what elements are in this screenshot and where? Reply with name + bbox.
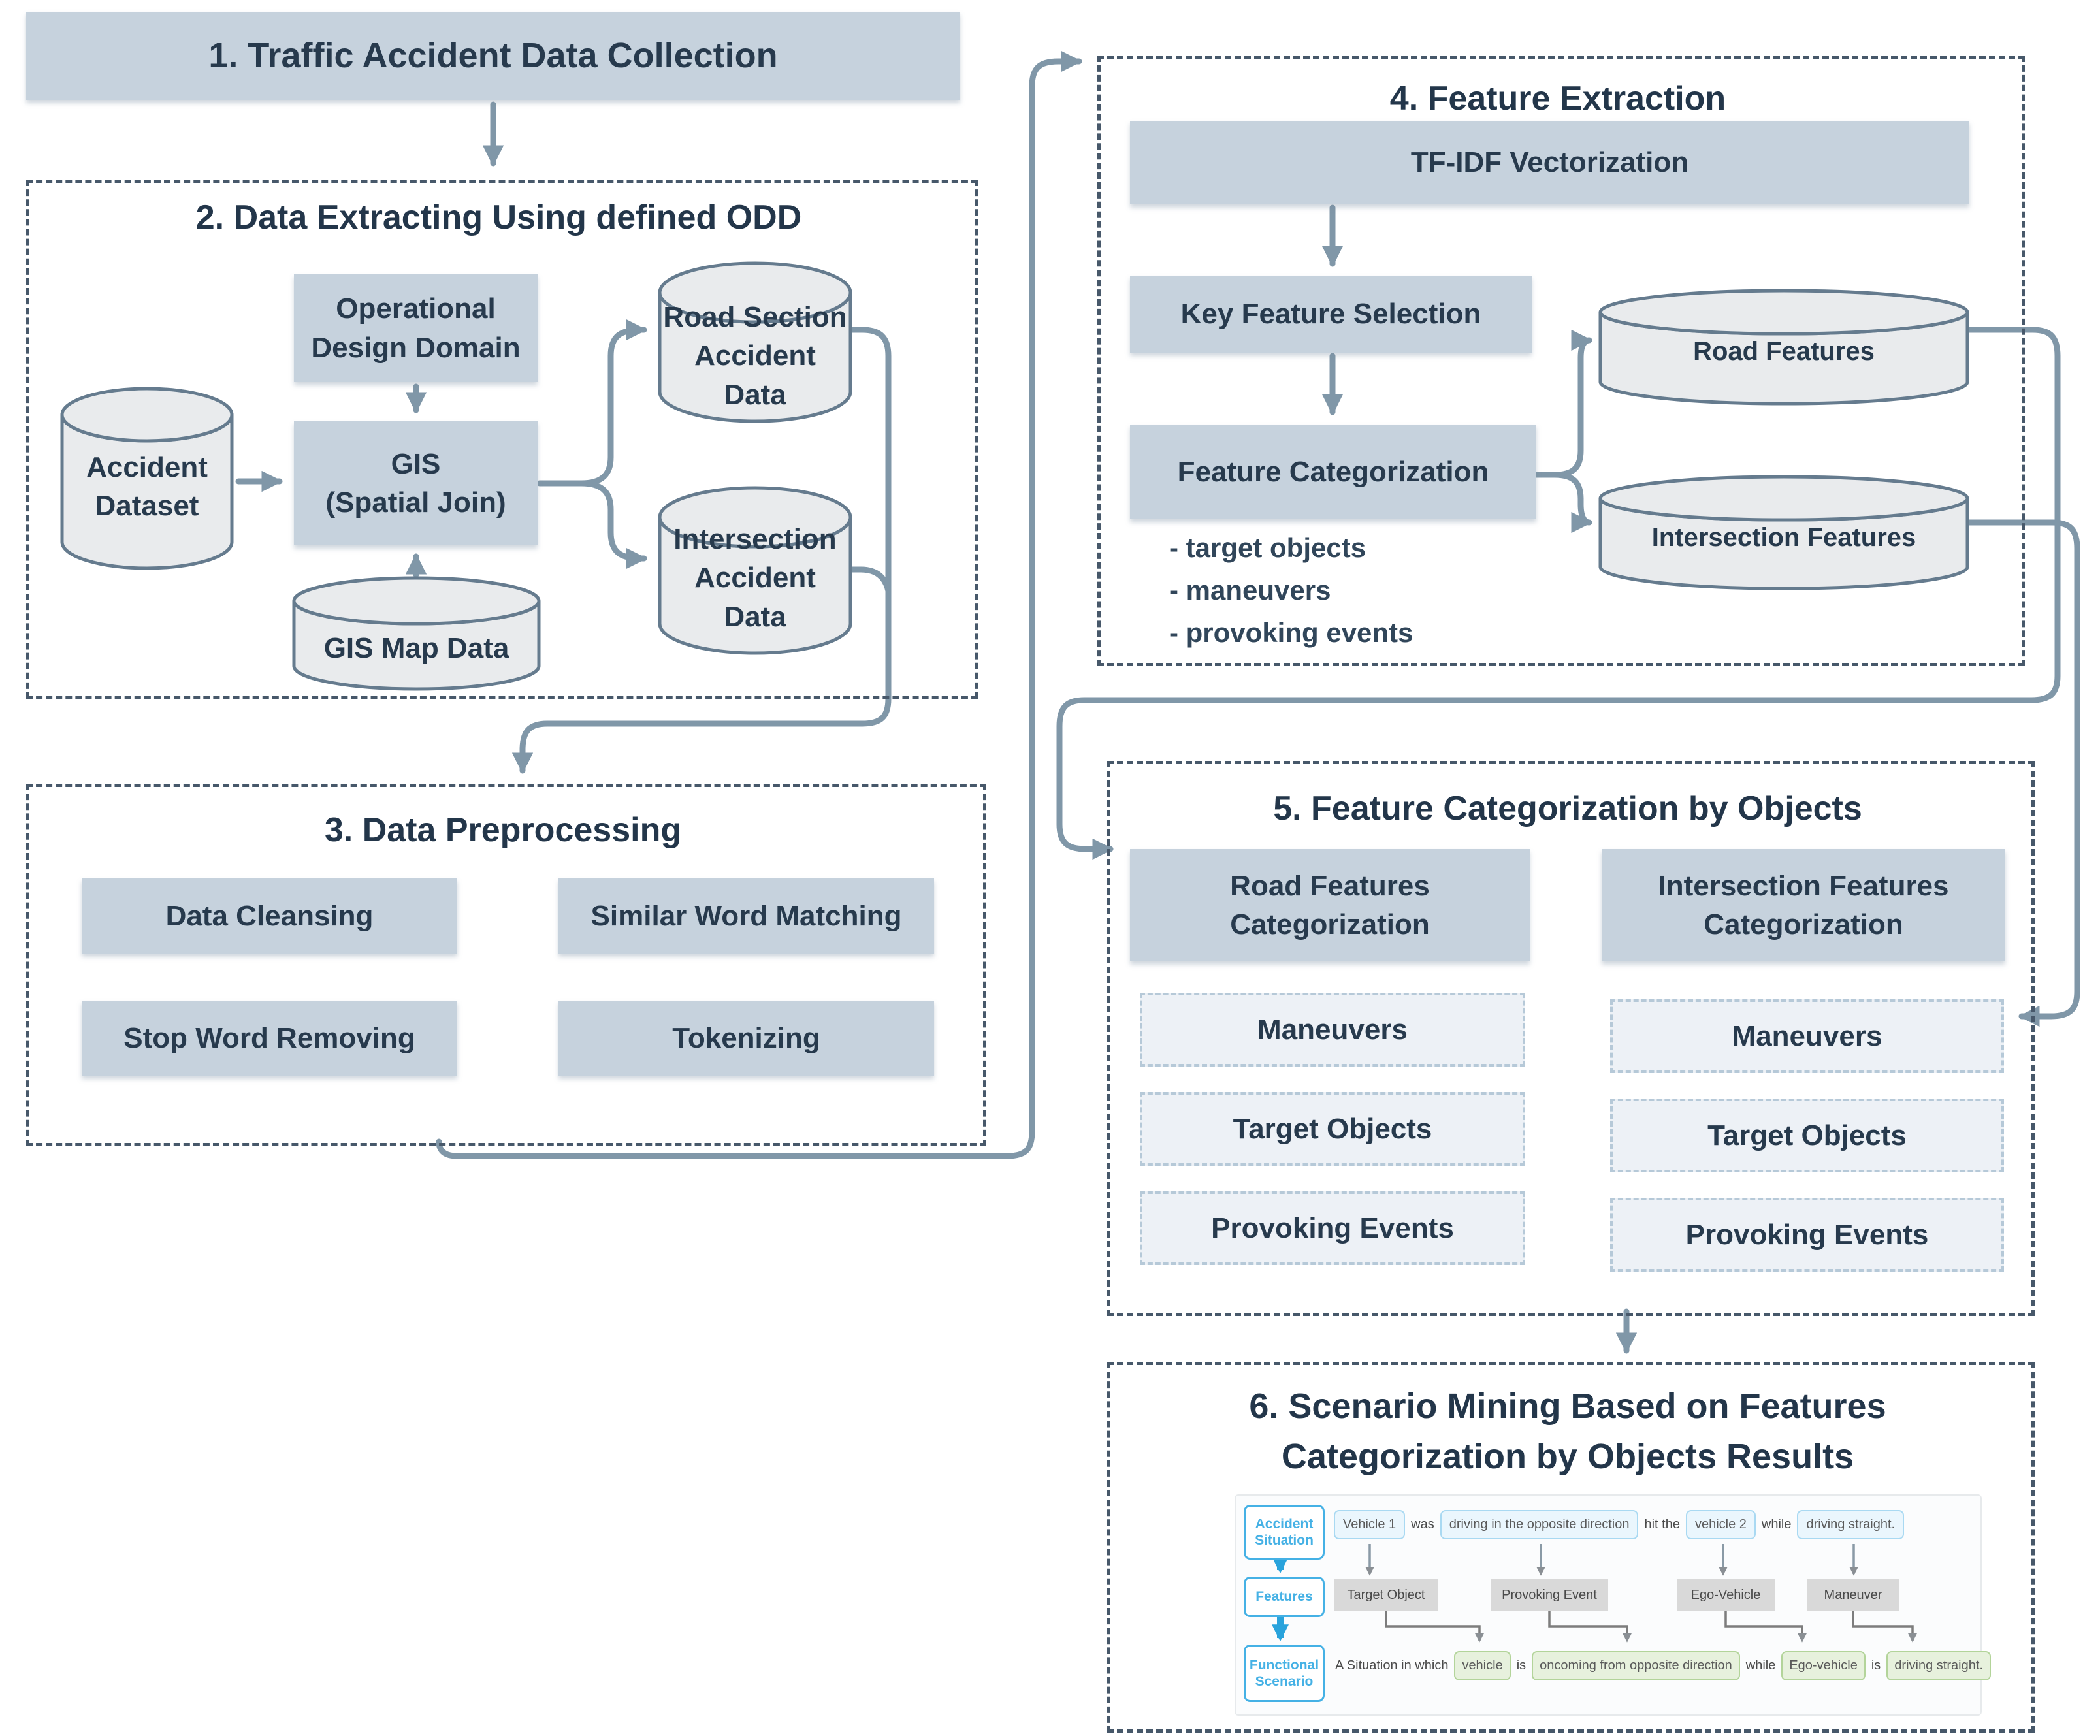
mini-elbow-maneuver (1852, 1611, 1917, 1643)
mini-token-hit-the: hit the (1644, 1517, 1680, 1532)
mini-token-oncoming: oncoming from opposite direction (1532, 1651, 1740, 1680)
mini-accident-situation-label: Accident Situation (1244, 1505, 1325, 1560)
tokenizing-box: Tokenizing (558, 1001, 934, 1076)
mini-target-object-box: Target Object (1334, 1579, 1438, 1611)
section3-title: 3. Data Preprocessing (324, 811, 682, 849)
road-features-label: Road Features (1693, 337, 1875, 366)
similar-word-matching-box: Similar Word Matching (558, 878, 934, 954)
intersection-maneuvers-box: Maneuvers (1610, 999, 2004, 1073)
section2-title: 2. Data Extracting Using defined ODD (195, 199, 802, 236)
mini-token-while: while (1761, 1517, 1792, 1532)
mini-token-vehicle1: Vehicle 1 (1334, 1510, 1406, 1539)
gis-map-data-label: GIS Map Data (323, 632, 509, 664)
road-features-categorization-box: Road Features Categorization (1130, 849, 1530, 961)
mini-features-label: Features (1244, 1577, 1325, 1617)
bullet-maneuvers: - maneuvers (1169, 575, 1331, 605)
mini-provoking-event-box: Provoking Event (1491, 1579, 1608, 1611)
intersection-features-categorization-box: Intersection Features Categorization (1602, 849, 2005, 961)
mini-functional-scenario-label: Functional Scenario (1244, 1645, 1325, 1702)
mini-token-driving-opposite: driving in the opposite direction (1440, 1510, 1639, 1539)
road-provoking-events-box: Provoking Events (1140, 1191, 1525, 1265)
step1-title-box: 1. Traffic Accident Data Collection (26, 12, 960, 100)
mini-token-ego-vehicle: Ego-vehicle (1781, 1651, 1866, 1680)
section6-title-line2: Categorization by Objects Results (1281, 1437, 1854, 1476)
mini-elbow-ego-vehicle (1724, 1611, 1807, 1643)
key-feature-selection-box: Key Feature Selection (1130, 276, 1532, 353)
section2-container (26, 180, 978, 699)
feature-categorization-box: Feature Categorization (1130, 425, 1536, 519)
odd-box: Operational Design Domain (294, 274, 538, 382)
mini-token-driving-straight: driving straight. (1797, 1510, 1905, 1539)
data-cleansing-box: Data Cleansing (82, 878, 457, 954)
mini-elbow-provoking-event (1548, 1611, 1632, 1643)
section6-title-line1: 6. Scenario Mining Based on Features (1249, 1387, 1886, 1426)
mini-ego-vehicle-box: Ego-Vehicle (1677, 1579, 1775, 1611)
intersection-target-objects-box: Target Objects (1610, 1099, 2004, 1172)
mini-scenario-sentence: A Situation in which vehicle is oncoming… (1334, 1651, 1991, 1680)
tfidf-vectorization-box: TF-IDF Vectorization (1130, 121, 1969, 204)
section5-container (1107, 761, 2035, 1316)
section6-container (1107, 1362, 2035, 1733)
mini-token-was: was (1411, 1517, 1434, 1532)
mini-token-while2: while (1745, 1658, 1776, 1673)
section4-container (1097, 56, 2025, 666)
bullet-target-objects: - target objects (1169, 532, 1366, 563)
road-target-objects-box: Target Objects (1140, 1092, 1525, 1166)
scenario-mining-panel: Accident Situation Features Functional S… (1235, 1494, 1991, 1716)
road-maneuvers-box: Maneuvers (1140, 993, 1525, 1067)
mini-token-vehicle2: vehicle 2 (1685, 1510, 1756, 1539)
section4-title: 4. Feature Extraction (1389, 80, 1726, 118)
mini-token-a-situation: A Situation in which (1335, 1658, 1449, 1673)
road-section-accident-data-label: Road Section Accident Data (663, 300, 847, 411)
section3-container (26, 784, 986, 1146)
gis-spatial-join-box: GIS (Spatial Join) (294, 421, 538, 545)
mini-token-is1: is (1516, 1658, 1527, 1673)
section5-title: 5. Feature Categorization by Objects (1273, 790, 1862, 828)
stop-word-removing-box: Stop Word Removing (82, 1001, 457, 1076)
mini-token-is2: is (1871, 1658, 1881, 1673)
intersection-features-label: Intersection Features (1651, 523, 1916, 552)
bullet-provoking-events: - provoking events (1169, 617, 1413, 648)
intersection-provoking-events-box: Provoking Events (1610, 1198, 2004, 1272)
mini-elbow-target-object (1385, 1611, 1484, 1643)
mini-token-driving-straight2: driving straight. (1886, 1651, 1991, 1680)
mini-maneuver-box: Maneuver (1807, 1579, 1899, 1611)
intersection-accident-data-label: Intersection Accident Data (673, 522, 837, 633)
accident-dataset-label: Accident Dataset (86, 451, 208, 522)
mini-token-vehicle: vehicle (1454, 1651, 1511, 1680)
mini-accident-sentence: Vehicle 1 was driving in the opposite di… (1334, 1510, 1905, 1539)
